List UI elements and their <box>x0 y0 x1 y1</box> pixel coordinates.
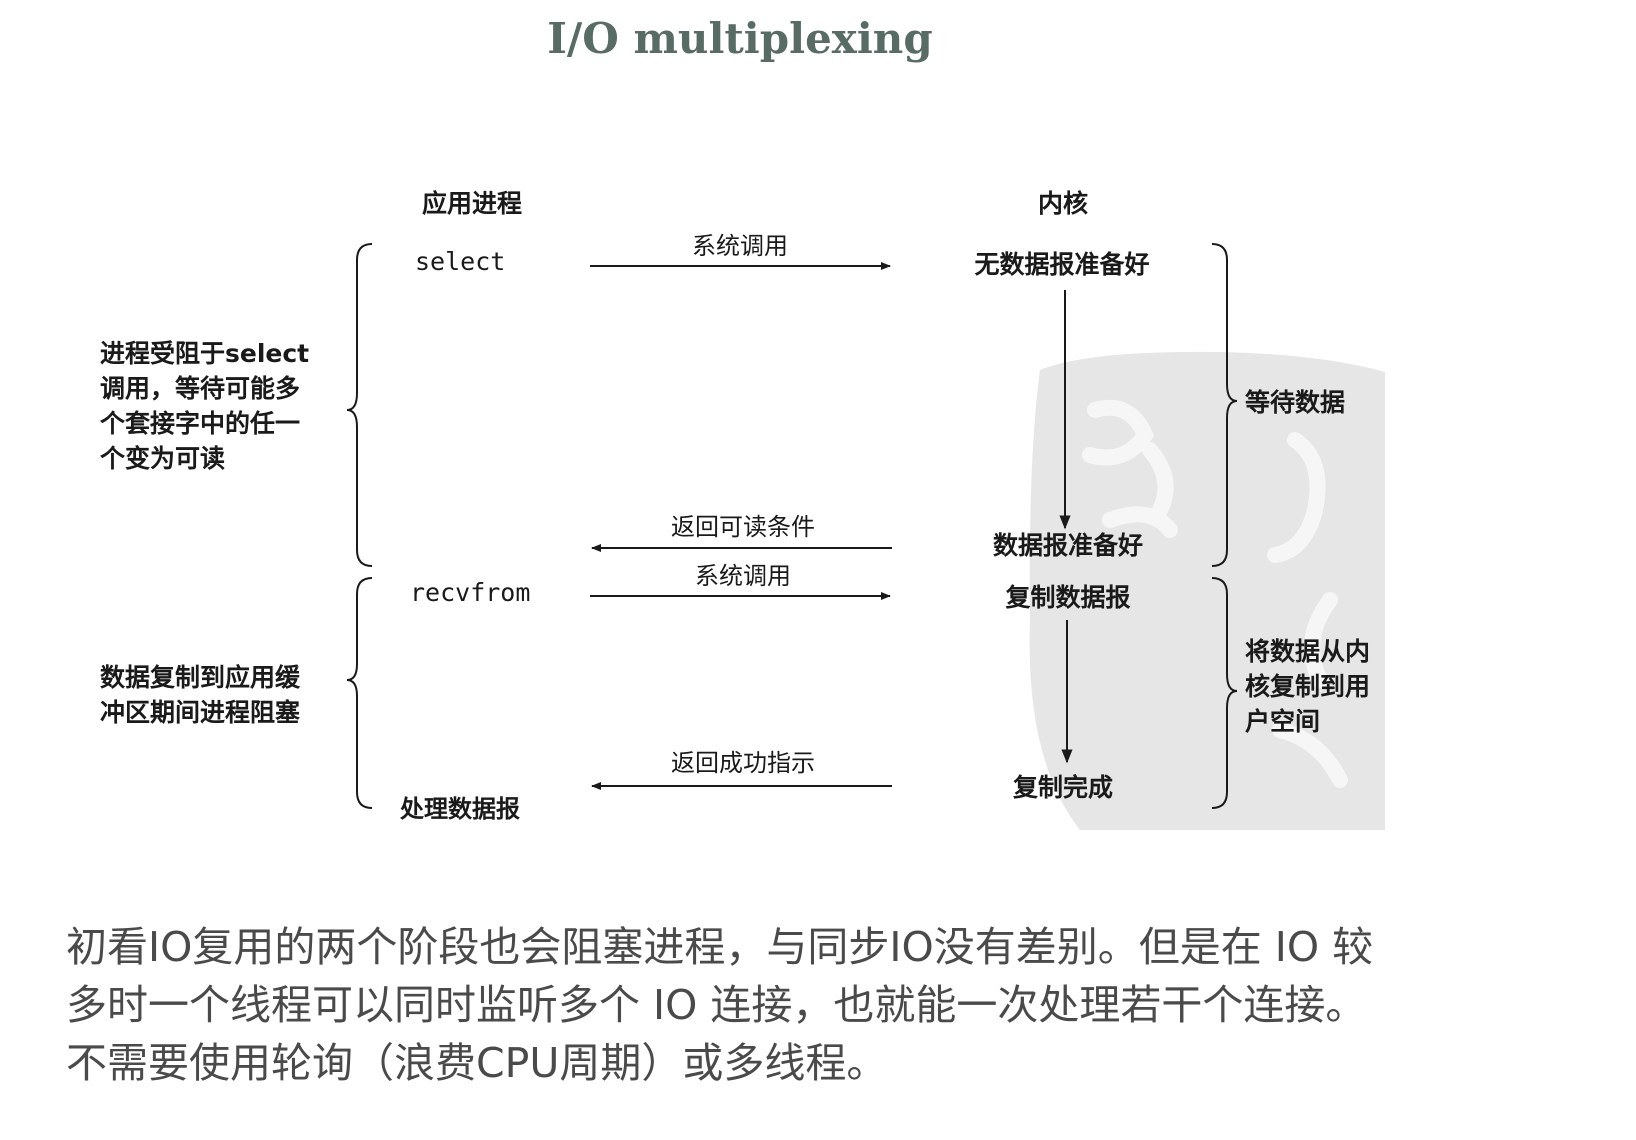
io-multiplexing-diagram: 应用进程 内核 select recvfrom 处理数据报 系统调用 返回可读条… <box>100 189 1385 830</box>
right-brace-1 <box>1211 243 1238 567</box>
copy-datagram-label: 复制数据报 <box>1005 583 1130 612</box>
explanation-caption: 初看IO复用的两个阶段也会阻塞进程，与同步IO没有差别。但是在 IO 较 多时一… <box>66 918 1606 1092</box>
app-process-header: 应用进程 <box>422 189 522 218</box>
left-note-line: 冲区期间进程阻塞 <box>100 698 300 727</box>
process-datagram-label: 处理数据报 <box>399 795 520 823</box>
right-note-line: 将数据从内 <box>1245 637 1370 666</box>
seal-watermark <box>1029 351 1385 830</box>
left-brace-1 <box>346 243 373 567</box>
page-title: I/O multiplexing <box>547 14 933 63</box>
left-note-line: 数据复制到应用缓 <box>100 663 301 692</box>
no-datagram-ready-label: 无数据报准备好 <box>974 250 1149 279</box>
datagram-ready-label: 数据报准备好 <box>993 531 1143 560</box>
right-note-line: 户空间 <box>1245 707 1320 736</box>
return-readable-arrow-label: 返回可读条件 <box>671 513 815 541</box>
syscall-arrow-1-label: 系统调用 <box>692 232 788 260</box>
right-brace-2 <box>1211 577 1238 809</box>
kernel-header: 内核 <box>1038 189 1088 218</box>
copy-complete-label: 复制完成 <box>1013 773 1113 802</box>
caption-line-2: 多时一个线程可以同时监听多个 IO 连接，也就能一次处理若干个连接。 <box>66 981 1367 1029</box>
left-note-line: 进程受阻于select <box>100 339 309 368</box>
left-note-line: 个变为可读 <box>100 444 225 473</box>
right-note-copy-to-user: 将数据从内 核复制到用 户空间 <box>1245 637 1370 736</box>
return-success-arrow-label: 返回成功指示 <box>671 749 815 777</box>
select-call-label: select <box>415 247 505 276</box>
right-note-line: 核复制到用 <box>1245 672 1370 701</box>
left-note-line: 调用，等待可能多 <box>100 374 300 403</box>
right-note-wait-data: 等待数据 <box>1245 388 1345 417</box>
caption-line-3: 不需要使用轮询（浪费CPU周期）或多线程。 <box>66 1039 888 1087</box>
syscall-arrow-2-label: 系统调用 <box>695 562 791 590</box>
recvfrom-call-label: recvfrom <box>410 578 530 607</box>
left-note-copy-blocking: 数据复制到应用缓 冲区期间进程阻塞 <box>100 663 301 727</box>
left-note-line: 个套接字中的任一 <box>100 409 300 438</box>
caption-line-1: 初看IO复用的两个阶段也会阻塞进程，与同步IO没有差别。但是在 IO 较 <box>66 923 1374 971</box>
left-note-select-blocking: 进程受阻于select 调用，等待可能多 个套接字中的任一 个变为可读 <box>100 339 309 473</box>
left-brace-2 <box>346 577 373 809</box>
